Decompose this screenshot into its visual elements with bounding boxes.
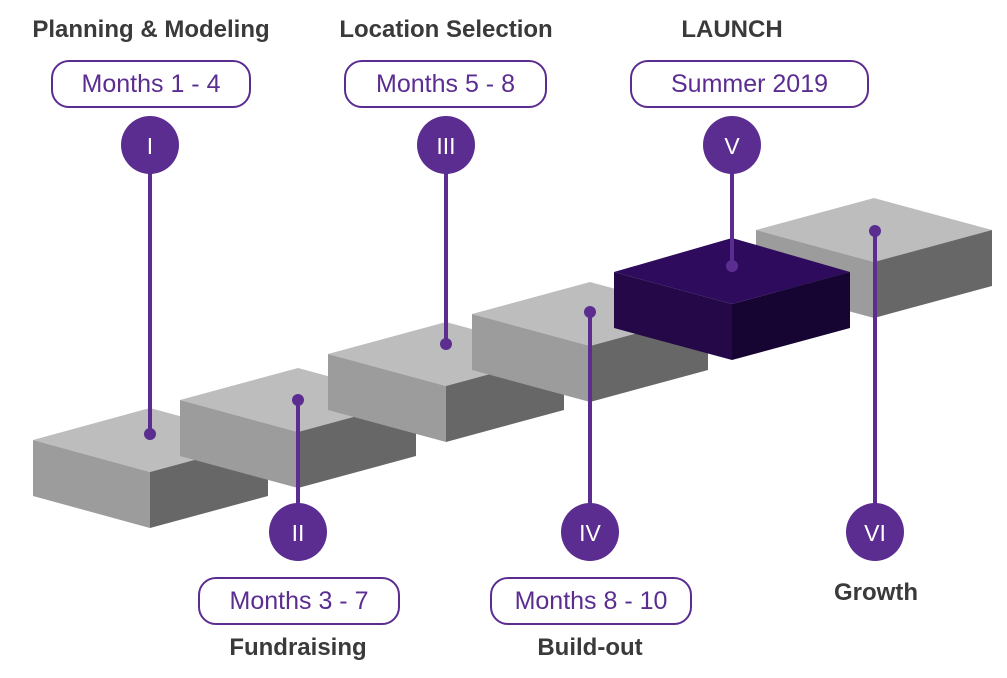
connector-3 <box>440 145 452 350</box>
phase-title-2: Fundraising <box>229 634 367 661</box>
phase-title-1: Planning & Modeling <box>32 16 270 43</box>
timeframe-pill-5: Summer 2019 <box>630 60 869 108</box>
svg-text:VI: VI <box>864 520 886 546</box>
phase-title-6: Growth <box>834 579 918 606</box>
svg-text:I: I <box>147 133 153 159</box>
phase-marker-3: III <box>417 116 475 174</box>
phase-marker-6: VI <box>846 503 904 561</box>
phase-marker-1: I <box>121 116 179 174</box>
timeframe-pill-2: Months 3 - 7 <box>198 577 400 625</box>
phase-marker-2: II <box>269 503 327 561</box>
timeframe-pill-4: Months 8 - 10 <box>490 577 692 625</box>
phase-title-3: Location Selection <box>339 16 553 43</box>
connector-4 <box>584 306 596 532</box>
connector-1 <box>144 145 156 440</box>
phase-title-4: Build-out <box>537 634 643 661</box>
phase-title-5: LAUNCH <box>681 16 783 43</box>
svg-text:V: V <box>724 133 740 159</box>
phase-marker-5: V <box>703 116 761 174</box>
svg-text:IV: IV <box>579 520 601 546</box>
svg-text:II: II <box>292 520 305 546</box>
timeframe-pill-3: Months 5 - 8 <box>344 60 547 108</box>
timeframe-pill-1: Months 1 - 4 <box>51 60 251 108</box>
svg-text:III: III <box>436 133 455 159</box>
phase-marker-4: IV <box>561 503 619 561</box>
connector-6 <box>869 225 881 532</box>
